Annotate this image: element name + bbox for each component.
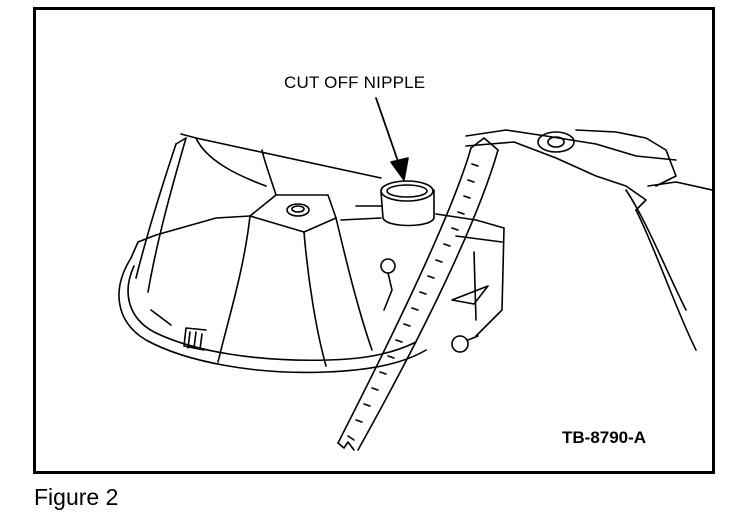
drawing-code: TB-8790-A <box>562 428 647 447</box>
callout-label: CUT OFF NIPPLE <box>284 73 426 92</box>
housing-base-flange <box>118 234 427 374</box>
callout-arrow <box>375 97 409 181</box>
housing-illustration <box>118 97 712 451</box>
linkage <box>465 129 712 351</box>
saw-blade <box>337 137 499 451</box>
right-mount <box>380 213 505 353</box>
housing-body <box>135 133 382 326</box>
nipple-part <box>340 180 435 227</box>
center-tower <box>183 149 373 367</box>
figure-frame: CUT OFF NIPPLE TB-8790-A <box>33 7 715 474</box>
figure-caption: Figure 2 <box>34 484 119 510</box>
